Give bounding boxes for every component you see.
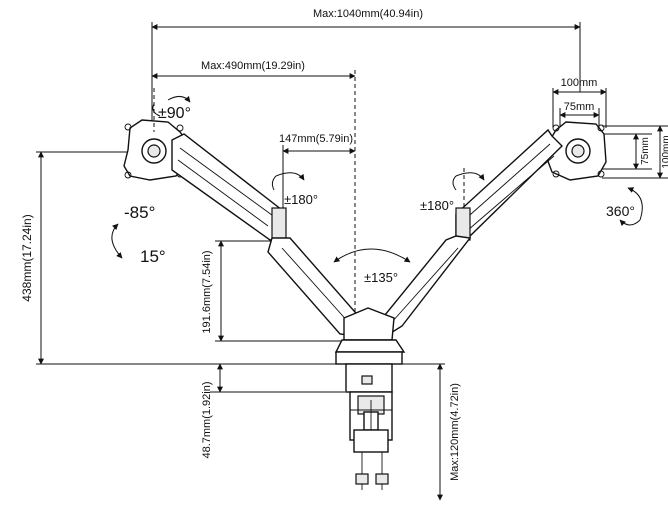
max-reach-label: Max:490mm(19.29in) (201, 60, 305, 72)
desk-thickness-dimension: Max:120mm(4.72in) (395, 363, 461, 501)
max-width-label: Max:1040mm(40.94in) (313, 8, 423, 20)
vesa-inner-h-label: 75mm (564, 101, 595, 113)
left-vesa-plate (123, 88, 187, 181)
right-joint-arrow (452, 168, 485, 210)
clamp-thickness-label: 48.7mm(1.92in) (201, 381, 213, 458)
tilt-down-label: 15° (140, 247, 166, 266)
vesa-outer-h-label: 100mm (561, 77, 598, 89)
max-height-label: 438mm(17.24in) (20, 214, 34, 301)
arm-offset-dimension: 147mm(5.79in) (279, 133, 356, 232)
left-joint-arrow (271, 172, 305, 191)
pole-height-dimension: 191.6mm(7.54in) (201, 240, 355, 342)
tilt-up-label: -85° (124, 203, 155, 222)
left-joint-label: ±180° (284, 192, 318, 207)
center-swing-arrow (333, 248, 411, 263)
swivel-arrow-top (152, 95, 191, 117)
right-upper-arm (455, 128, 563, 241)
clamp-thickness-dimension: 48.7mm(1.92in) (201, 363, 345, 459)
center-swing-label: ±135° (364, 270, 398, 285)
right-vesa-plate (545, 121, 607, 181)
left-upper-arm (171, 133, 287, 241)
pole-height-label: 191.6mm(7.54in) (201, 250, 213, 333)
desk-clamp (335, 351, 403, 490)
desk-thickness-label: Max:120mm(4.72in) (449, 383, 461, 481)
right-joint-label: ±180° (420, 198, 454, 213)
max-reach-dimension: Max:490mm(19.29in) (151, 60, 356, 330)
center-joint (334, 307, 406, 353)
vesa-dimensions: 100mm 75mm 75mm 100mm (552, 77, 668, 179)
vesa-inner-v-label: 75mm (640, 137, 651, 165)
rotation-arrow (619, 187, 643, 226)
swivel-top-label: ±90° (158, 105, 191, 122)
arm-offset-label: 147mm(5.79in) (279, 133, 353, 145)
rotation-label: 360° (606, 203, 635, 219)
vesa-outer-v-label: 100mm (661, 135, 668, 168)
tilt-arrow (111, 223, 123, 259)
